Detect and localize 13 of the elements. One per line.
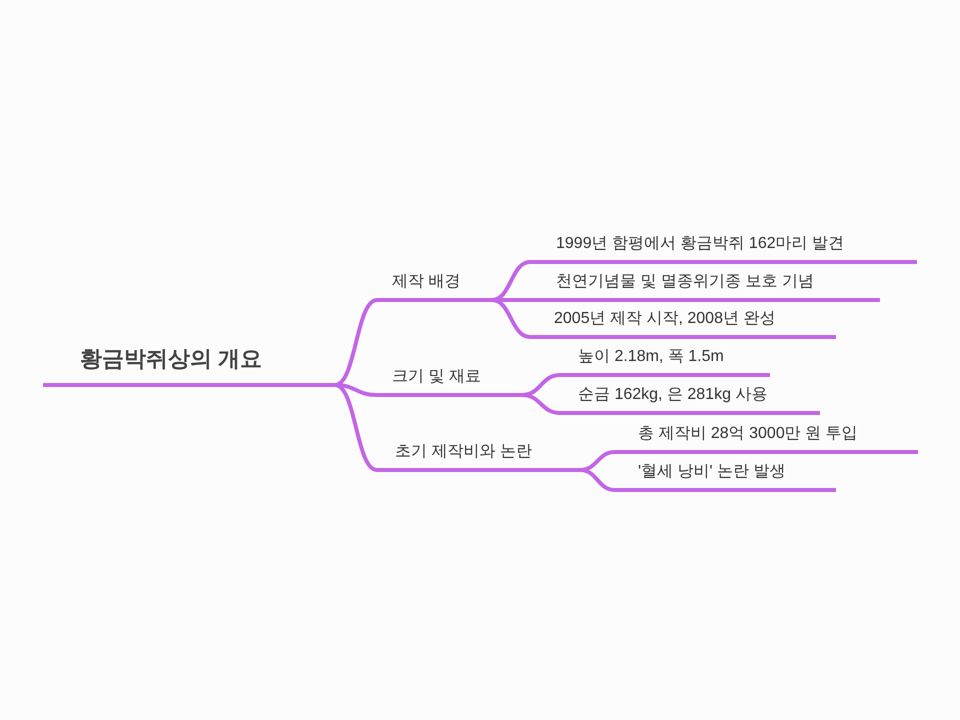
topic-text: 천연기념물 및 멸종위기종 보호 기념 <box>556 272 814 292</box>
topic-text: '혈세 낭비' 논란 발생 <box>638 462 786 482</box>
topic-text: 제작 배경 <box>392 272 460 292</box>
branch-connector <box>520 393 562 415</box>
branch-connector <box>578 468 617 492</box>
topic-text: 순금 162kg, 은 281kg 사용 <box>578 385 768 405</box>
topic-text: 크기 및 재료 <box>392 367 481 387</box>
topic-text: 2005년 제작 시작, 2008년 완성 <box>554 309 776 329</box>
topic-title: 황금박쥐상의 개요 <box>80 345 262 373</box>
topic-text: 초기 제작비와 논란 <box>395 442 532 462</box>
topic-text: 1999년 함평에서 황금박쥐 162마리 발견 <box>556 234 844 254</box>
topic-text: 총 제작비 28억 3000만 원 투입 <box>638 424 858 444</box>
topic-text: 높이 2.18m, 폭 1.5m <box>578 347 724 367</box>
